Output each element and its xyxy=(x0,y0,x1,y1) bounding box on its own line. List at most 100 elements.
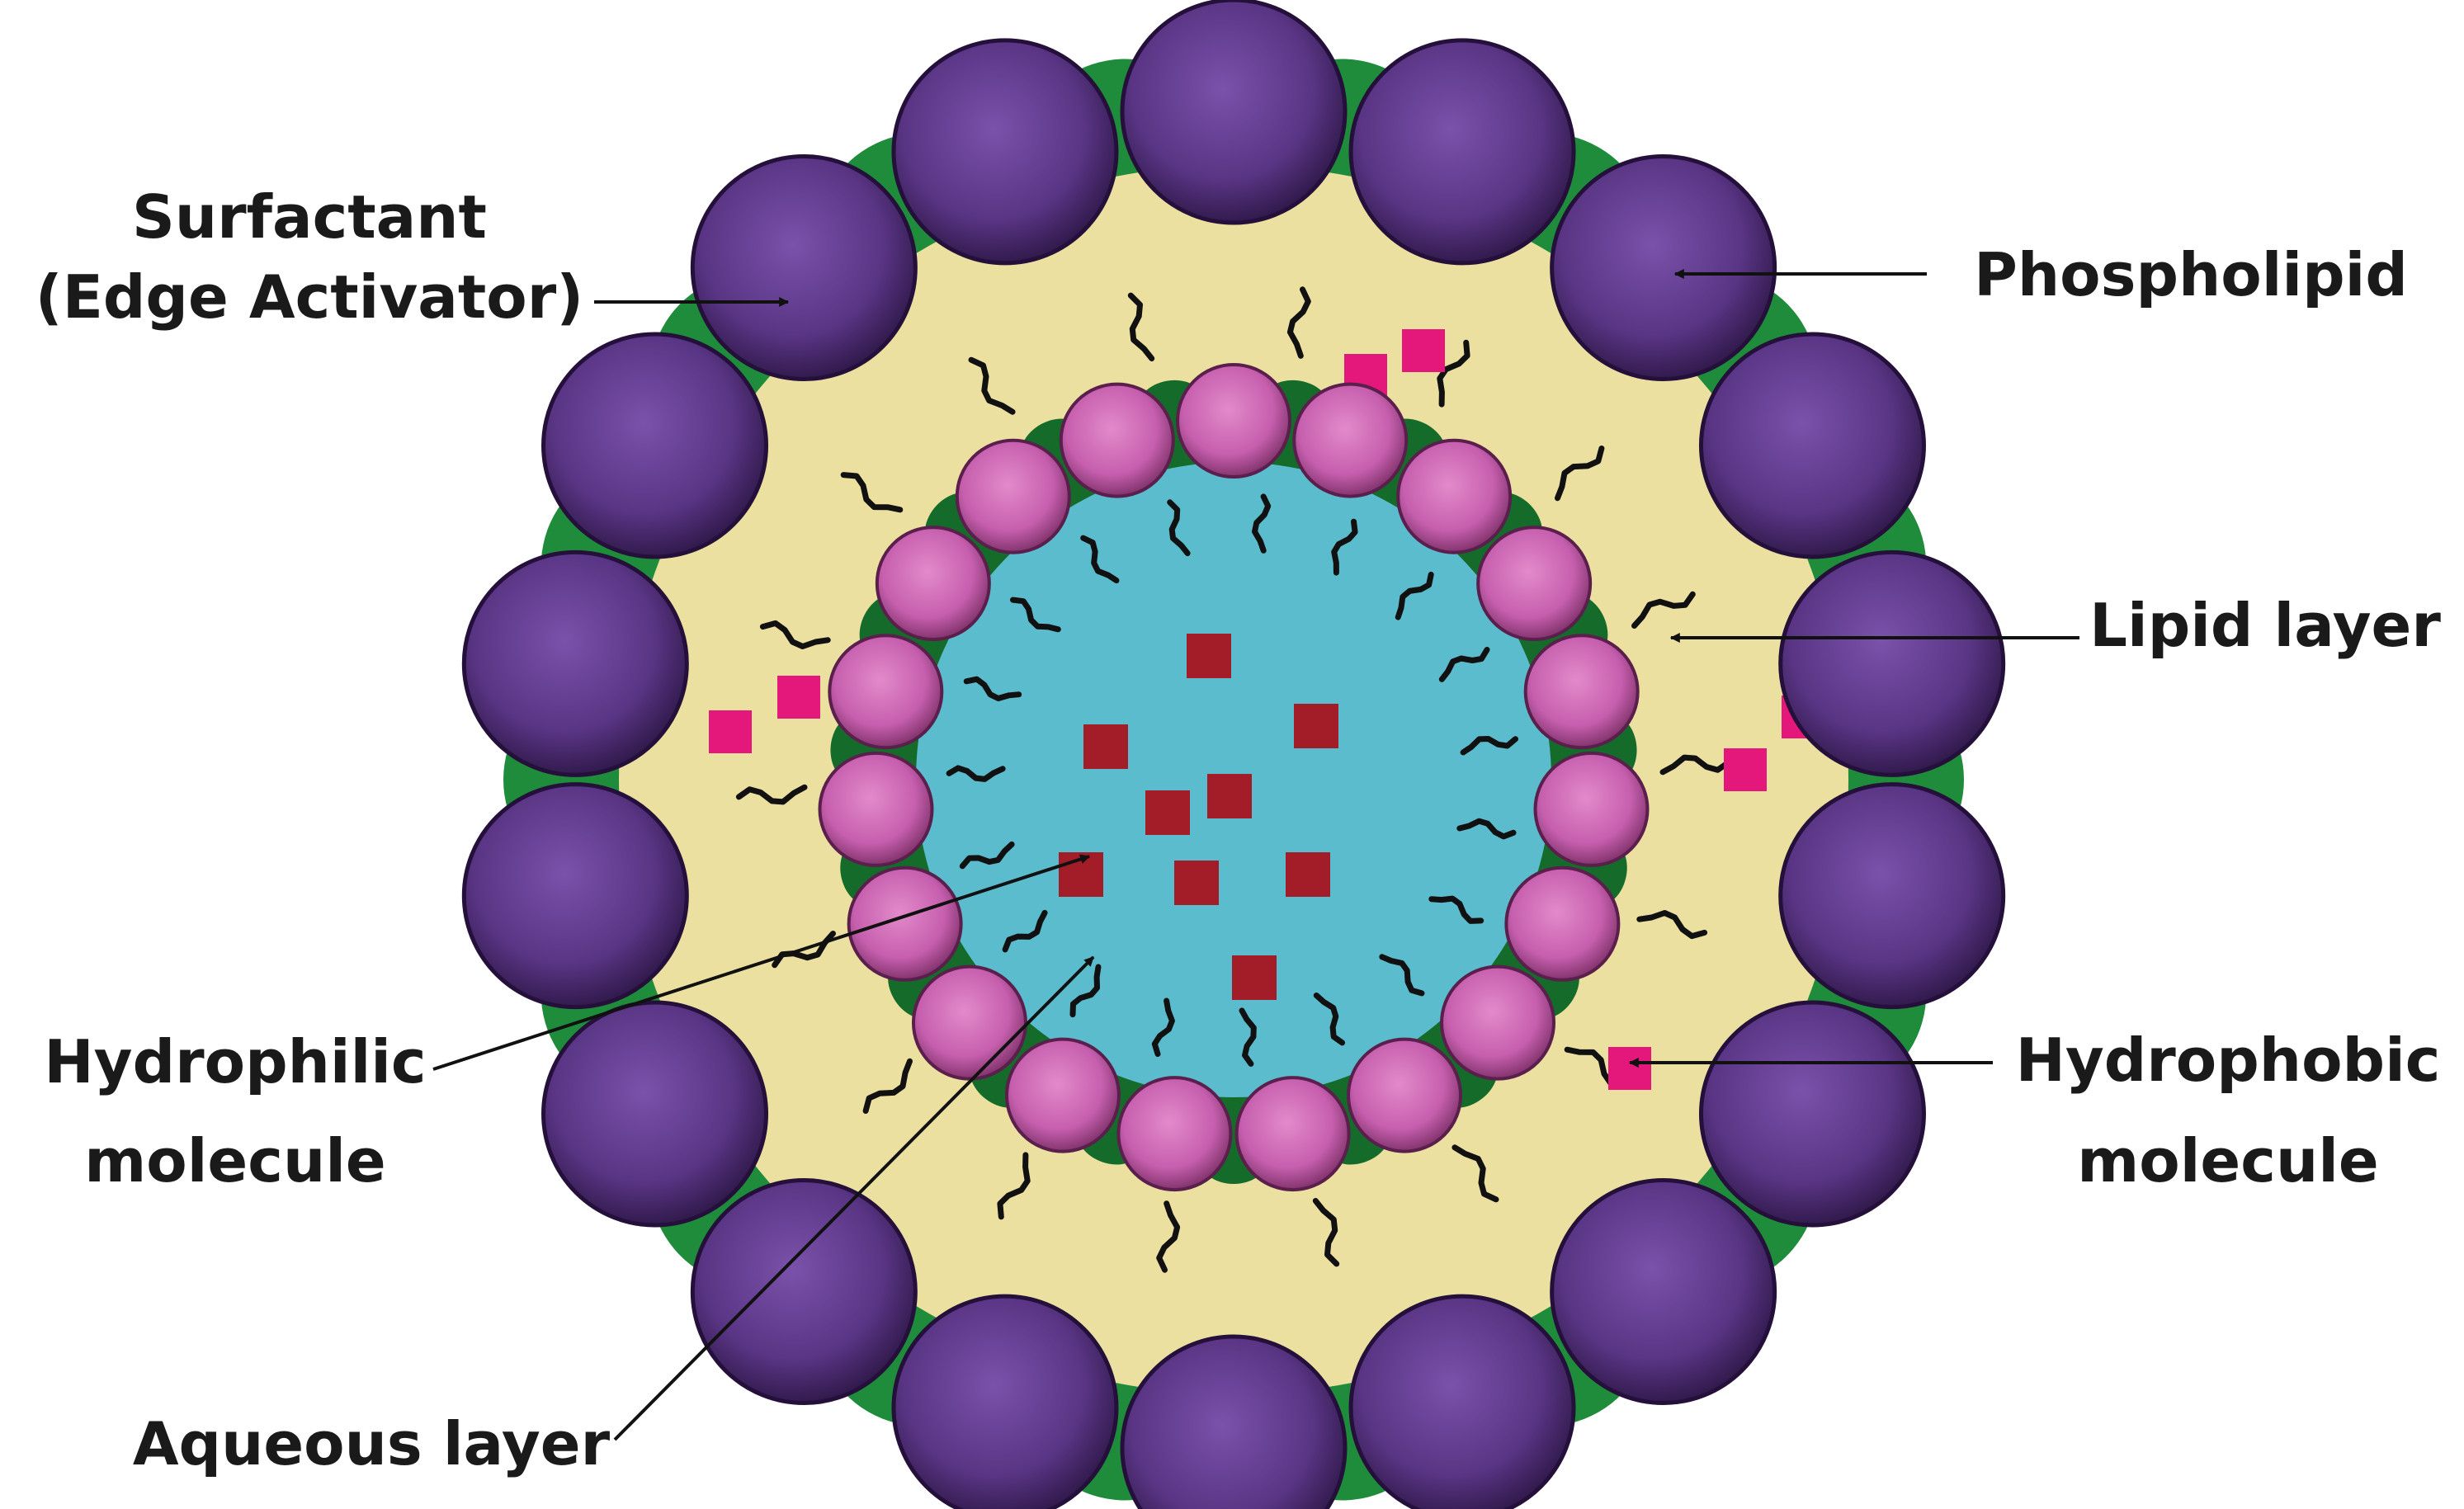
hydrophilic-label-line1: Hydrophilic xyxy=(44,1027,426,1096)
inner-phospholipid-head xyxy=(1533,751,1650,867)
inner-tail xyxy=(1438,647,1490,682)
inner-phospholipid-heads xyxy=(818,363,1650,1192)
outer-tail xyxy=(1286,286,1311,359)
inner-phospholipid-head xyxy=(1059,382,1175,498)
outer-phospholipid-head xyxy=(690,1177,918,1405)
outer-tail xyxy=(968,356,1016,415)
inner-tail xyxy=(1395,571,1434,620)
inner-phospholipid-head xyxy=(1347,1037,1463,1153)
outer-phospholipid-head xyxy=(1778,782,2006,1010)
inner-tail xyxy=(959,841,1015,870)
outer-phospholipid-head xyxy=(1698,332,1926,559)
outer-phospholipid-head xyxy=(1120,0,1348,225)
inner-tail xyxy=(1151,997,1175,1057)
inner-phospholipid-head xyxy=(1440,964,1556,1081)
outer-phospholipid-head xyxy=(1348,1294,1576,1509)
inner-phospholipid-head xyxy=(1176,363,1291,479)
inner-tail xyxy=(1080,535,1120,584)
hydrophilic-molecule xyxy=(1294,704,1338,748)
surfactant-label-line1: Surfactant xyxy=(132,182,487,252)
outer-phospholipid-head xyxy=(541,332,769,559)
phospholipid-label: Phospholipid xyxy=(1974,240,2408,309)
hydrophilic-molecule xyxy=(1174,861,1219,905)
hydrophilic-label-line2: molecule xyxy=(84,1126,385,1195)
outer-phospholipid-head xyxy=(891,38,1119,266)
lipid-layer-label: Lipid layer xyxy=(2089,591,2441,660)
outer-tail xyxy=(1437,339,1470,408)
inner-tail xyxy=(1069,964,1102,1018)
surfactant-label-line2: (Edge Activator) xyxy=(35,262,583,332)
outer-tail xyxy=(1451,1144,1499,1203)
inner-tail xyxy=(1313,993,1346,1046)
inner-phospholipid-head xyxy=(1234,1076,1351,1192)
hydrophilic-molecule xyxy=(1083,724,1128,769)
outer-phospholipid-head xyxy=(1120,1334,1348,1509)
hydrophobic-molecule xyxy=(709,710,752,753)
inner-tail xyxy=(1331,518,1358,576)
outer-tail xyxy=(1555,446,1605,502)
outer-tail xyxy=(735,784,808,805)
aqueous-layer-arrow xyxy=(613,955,1095,1441)
hydrophobic-molecule xyxy=(777,676,820,719)
inner-tail xyxy=(1456,818,1517,840)
inner-phospholipid-head xyxy=(1116,1076,1233,1192)
hydrophilic-molecule xyxy=(1232,955,1277,1000)
hydrophobic-molecule xyxy=(1402,329,1445,372)
outer-phospholipid-head xyxy=(1348,38,1576,266)
hydrophobic-label-line2: molecule xyxy=(2077,1126,2378,1195)
inner-phospholipid-head xyxy=(1504,865,1621,982)
outer-phospholipid-head xyxy=(1698,1000,1926,1228)
hydrophilic-molecules xyxy=(1059,634,1338,1000)
inner-phospholipid-head xyxy=(847,865,963,982)
outer-tail xyxy=(840,472,904,513)
hydrophobic-label-line1: Hydrophobic xyxy=(2016,1026,2441,1095)
inner-phospholipid-head xyxy=(1523,634,1640,750)
outer-tail xyxy=(997,1152,1031,1220)
inner-phospholipid-head xyxy=(955,438,1071,554)
inner-phospholipid-head xyxy=(1396,438,1513,554)
inner-phospholipid-head xyxy=(828,634,944,750)
outer-phospholipid-head xyxy=(1778,549,2006,777)
hydrophilic-arrow xyxy=(432,854,1091,1071)
labels: Surfactant (Edge Activator) Phospholipid… xyxy=(35,182,2442,1478)
leader-arrows xyxy=(432,269,2079,1441)
hydrophobic-molecule xyxy=(1608,1047,1651,1090)
outer-phospholipid-head xyxy=(461,549,689,777)
inner-phospholipid-head xyxy=(1476,526,1593,642)
outer-phospholipid-head xyxy=(891,1294,1119,1509)
outer-tail xyxy=(1659,754,1732,776)
outer-tail xyxy=(1631,591,1696,629)
inner-tail xyxy=(963,676,1022,701)
hydrophilic-molecule xyxy=(1286,852,1330,897)
aqueous-layer-label: Aqueous layer xyxy=(133,1409,611,1478)
outer-phospholipid-head xyxy=(541,1000,769,1228)
inner-tail xyxy=(1002,909,1048,953)
inner-phospholipid-head xyxy=(875,526,991,642)
inner-tail xyxy=(1460,736,1518,756)
hydrophobic-molecule xyxy=(1724,748,1767,791)
inner-phospholipid-head xyxy=(818,751,934,867)
outer-phospholipid-head xyxy=(1550,1177,1777,1405)
inner-tail xyxy=(1239,1007,1257,1067)
outer-tail xyxy=(1127,292,1155,361)
outer-tail xyxy=(862,1058,913,1114)
outer-tail xyxy=(1636,910,1708,940)
hydrophilic-molecule xyxy=(1207,774,1252,818)
inner-tail xyxy=(1167,499,1191,557)
inner-tail xyxy=(1010,597,1061,633)
inner-tail xyxy=(1252,493,1272,554)
outer-phospholipid-head xyxy=(690,154,918,382)
outer-phospholipid-head xyxy=(1550,154,1777,382)
hydrophilic-molecule xyxy=(1145,790,1190,835)
inner-phospholipid-head xyxy=(911,964,1027,1081)
outer-tail xyxy=(759,620,831,649)
outer-tail xyxy=(1312,1198,1340,1267)
inner-phospholipid-head xyxy=(1004,1037,1121,1153)
outer-phospholipid-heads xyxy=(461,0,2006,1509)
outer-phospholipid-head xyxy=(461,782,689,1010)
inner-tail xyxy=(1379,954,1425,997)
outer-tail xyxy=(1156,1200,1181,1273)
hydrophilic-molecule xyxy=(1187,634,1231,678)
